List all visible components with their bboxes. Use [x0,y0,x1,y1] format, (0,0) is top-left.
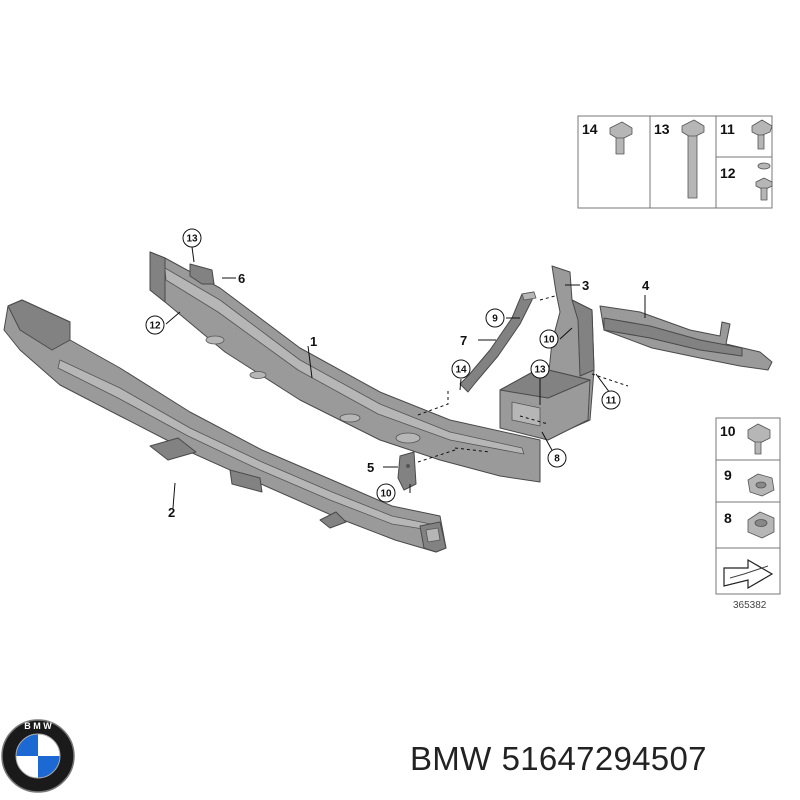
callout-10-right: 10 [539,329,559,349]
hardware-label-9: 9 [724,467,732,483]
svg-text:9: 9 [492,314,498,325]
brand-name: BMW [410,740,492,777]
bolt-13-icon [681,119,705,199]
hardware-label-8: 8 [724,510,732,526]
part-6-bracket [189,263,215,285]
callout-7: 7 [460,333,467,348]
svg-text:13: 13 [186,234,198,245]
svg-text:B M W: B M W [24,721,52,731]
nut-8-icon [747,511,775,539]
callout-14: 14 [451,359,471,379]
callout-12: 12 [145,315,165,335]
bolt-12-icon [755,162,773,201]
callout-2: 2 [168,505,175,520]
callout-13-bracket: 13 [530,359,550,379]
part-7-strut [459,291,537,393]
callout-8: 8 [547,448,567,468]
hardware-box-top: 14 13 11 12 [577,115,773,209]
part-5-small-bracket [397,451,417,491]
hardware-label-12: 12 [720,165,736,181]
callout-3: 3 [582,278,589,293]
svg-text:10: 10 [543,335,555,346]
part-8-crash-box [499,367,591,441]
svg-text:10: 10 [380,489,392,500]
leader-lines [165,246,646,509]
bolt-10-icon [747,423,771,455]
callout-1: 1 [310,334,317,349]
hardware-label-10: 10 [720,423,736,439]
bmw-logo: B M W [1,719,75,793]
direction-arrow-icon [723,558,774,590]
svg-text:13: 13 [534,365,546,376]
hardware-label-14: 14 [582,121,598,137]
nut-9-icon [747,473,775,497]
svg-text:14: 14 [455,365,467,376]
hardware-box-side: 10 9 8 [715,417,781,595]
svg-text:8: 8 [554,454,560,465]
bolt-14-icon [609,121,633,155]
callout-10-left: 10 [376,483,396,503]
hardware-label-11: 11 [720,121,735,137]
part-2-absorber [3,299,447,553]
callout-4: 4 [642,278,650,293]
callout-9: 9 [485,308,505,328]
callout-6: 6 [238,271,245,286]
callout-11: 11 [601,390,621,410]
circled-callouts: 13 12 9 10 14 13 11 8 [145,228,621,503]
hardware-label-13: 13 [654,121,670,137]
callout-13-top: 13 [182,228,202,248]
part-number: 51647294507 [501,740,707,777]
callout-labels: 1 2 3 4 5 6 7 [168,271,650,520]
reference-number: 365382 [733,600,767,611]
bolt-11-icon [751,119,773,150]
callout-5: 5 [367,460,374,475]
part-4-side-bracket [599,305,773,371]
svg-text:12: 12 [149,321,161,332]
part-1-bumper-carrier [149,251,541,483]
svg-text:11: 11 [606,396,617,407]
